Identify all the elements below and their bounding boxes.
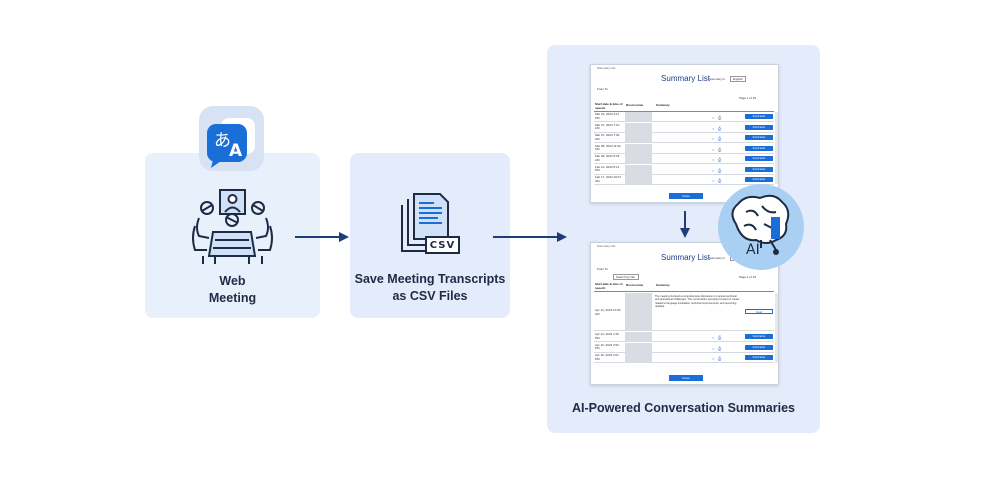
ai-badge-text: AI — [746, 242, 760, 258]
summarize-button[interactable]: Summarize — [745, 124, 773, 130]
col-date-header: Start date & time of speech — [595, 282, 623, 290]
print-icon[interactable]: ⎙ — [718, 178, 722, 183]
summarize-button[interactable]: Summarize — [745, 177, 773, 182]
summarize-button[interactable]: Summarize — [745, 334, 773, 339]
col-summary-header: Summary — [656, 283, 670, 287]
row-date: Feb 10, 2023 8:11 PM — [595, 164, 620, 172]
table-row[interactable]: Mar 08, 2023 11:02 AM ○⎙ Summarize — [594, 143, 774, 154]
scrollbar[interactable] — [775, 112, 778, 184]
print-icon[interactable]: ⎙ — [718, 335, 722, 340]
row-date: Apr 18, 2023 3:01 PM — [595, 353, 619, 361]
table-header: Start date & time of speech Room name Su… — [594, 102, 774, 112]
table-header: Start date & time of speech Room name Su… — [594, 282, 774, 292]
summary-in-label: Summary in — [709, 256, 726, 260]
summarize-button[interactable]: Summarize — [745, 355, 773, 360]
summarize-button[interactable]: Summarize — [745, 135, 773, 140]
row-date: Apr 16, 2023 2:53 PM — [595, 342, 619, 350]
close-button[interactable]: Close — [669, 193, 703, 199]
summarize-button[interactable]: Summarize — [745, 145, 773, 151]
copy-icon[interactable]: ○ — [712, 178, 715, 183]
print-icon[interactable]: ⎙ — [718, 115, 722, 120]
copy-icon[interactable]: ○ — [712, 136, 715, 141]
summary-in-label: Summary in — [709, 77, 726, 81]
window-titlebar: Summary List — [597, 244, 616, 248]
copy-icon[interactable]: ○ — [712, 157, 715, 162]
translate-glyph-en: A — [229, 141, 243, 161]
page-info: Page 1 of 15 — [739, 96, 757, 100]
translate-app-icon: あ A — [199, 106, 264, 171]
csv-file-icon: CSV — [398, 193, 462, 261]
row-date: Apr 14, 2023 4:19 PM — [595, 332, 619, 340]
copy-icon[interactable]: ○ — [712, 115, 715, 120]
copy-icon[interactable]: ○ — [712, 125, 715, 131]
summarize-button[interactable]: Summarize — [745, 344, 773, 350]
row-date: Feb 17, 2023 10:07 AM — [595, 175, 622, 183]
down-arrow-icon — [679, 211, 691, 244]
window-titlebar: Summary List — [597, 66, 616, 70]
summarize-button[interactable]: Summarize — [745, 156, 773, 161]
table-row[interactable]: Mar 07, 2023 7:30 AM ○⎙ Summarize — [594, 133, 774, 143]
copy-icon[interactable]: ○ — [712, 335, 715, 340]
table-row[interactable]: Mar 09, 2023 5:18 AM ○⎙ Summarize — [594, 154, 774, 164]
row-date: Mar 08, 2023 11:02 AM — [595, 143, 621, 151]
col-room-header: Room name — [626, 103, 644, 107]
csv-label: Save Meeting Transcripts as CSV Files — [354, 272, 506, 303]
print-icon[interactable]: ⎙ — [718, 125, 722, 131]
row-date: Mar 07, 2023 7:30 AM — [595, 133, 620, 141]
copy-icon[interactable]: ○ — [712, 345, 715, 351]
scrollbar[interactable] — [775, 293, 778, 363]
date-filter[interactable]: From To — [597, 267, 608, 271]
col-room-header: Room name — [626, 283, 644, 287]
copy-icon[interactable]: ○ — [712, 356, 715, 361]
table-row-expanded[interactable]: Apr 12, 2023 10:56 AM The meeting involv… — [594, 293, 774, 331]
table-row[interactable]: Mar 07, 2023 7:10 AM ○⎙ Summarize — [594, 122, 774, 133]
print-icon[interactable]: ⎙ — [718, 146, 722, 152]
right-arrow-icon — [493, 230, 569, 248]
table-row[interactable]: Apr 18, 2023 3:01 PM ○⎙ Summarize — [594, 353, 774, 363]
summary-list-window-top: Summary List Summary List Summary in Eng… — [590, 64, 779, 203]
detail-button[interactable]: Detail — [745, 309, 773, 314]
copy-icon[interactable]: ○ — [712, 146, 715, 152]
translate-glyph-jp: あ — [214, 131, 231, 151]
page-info: Page 1 of 15 — [739, 275, 757, 279]
copy-icon[interactable]: ○ — [712, 167, 715, 173]
window-title: Summary List — [661, 74, 710, 83]
table-row[interactable]: Feb 17, 2023 10:07 AM ○⎙ Summarize — [594, 175, 774, 185]
row-date: Mar 09, 2023 5:18 AM — [595, 154, 620, 162]
print-icon[interactable]: ⎙ — [718, 345, 722, 351]
print-icon[interactable]: ⎙ — [718, 136, 722, 141]
summary-text: The meeting involved a comprehensive dis… — [655, 295, 740, 309]
table-row[interactable]: Feb 10, 2023 8:11 PM ○⎙ Summarize — [594, 164, 774, 175]
close-button[interactable]: Close — [669, 375, 703, 381]
summarize-button[interactable]: Summarize — [745, 114, 773, 119]
right-arrow-icon — [295, 230, 350, 248]
web-meeting-label: Web Meeting — [208, 274, 257, 305]
col-summary-header: Summary — [656, 103, 670, 107]
ai-brain-icon: AI — [718, 184, 804, 270]
language-select[interactable]: English — [730, 76, 746, 82]
ai-summary-label: AI-Powered Conversation Summaries — [572, 401, 795, 415]
table-row[interactable]: Apr 14, 2023 4:19 PM ○⎙ Summarize — [594, 332, 774, 342]
print-icon[interactable]: ⎙ — [718, 157, 722, 162]
csv-badge-text: CSV — [429, 240, 456, 251]
date-filter[interactable]: From To — [597, 87, 608, 91]
table-row[interactable]: Apr 16, 2023 2:53 PM ○⎙ Summarize — [594, 342, 774, 353]
row-date: Mar 01, 2023 4:11 PM — [595, 112, 620, 120]
row-date: Mar 07, 2023 7:10 AM — [595, 122, 620, 130]
row-date: Apr 12, 2023 10:56 AM — [595, 308, 621, 316]
summary-list-window-bottom: Summary List Summary List Summary in Eng… — [590, 242, 779, 385]
table-row[interactable]: Mar 01, 2023 4:11 PM ○⎙ Summarize — [594, 112, 774, 122]
search-input[interactable]: Search by title — [613, 274, 639, 280]
window-title: Summary List — [661, 253, 710, 262]
print-icon[interactable]: ⎙ — [718, 356, 722, 361]
print-icon[interactable]: ⎙ — [718, 167, 722, 173]
col-date-header: Start date & time of speech — [595, 102, 623, 110]
meeting-icon — [185, 188, 280, 266]
summarize-button[interactable]: Summarize — [745, 166, 773, 172]
